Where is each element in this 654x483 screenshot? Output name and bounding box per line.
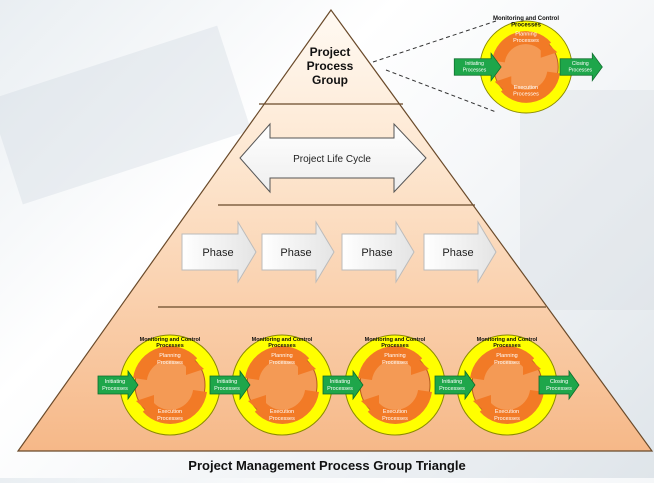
apex-label-line1: Project bbox=[310, 45, 351, 59]
background-graphic bbox=[0, 25, 654, 310]
life-cycle-label: Project Life Cycle bbox=[293, 154, 371, 165]
svg-text:Processes: Processes bbox=[381, 343, 409, 349]
svg-text:Processes: Processes bbox=[157, 360, 183, 366]
svg-text:Initiating: Initiating bbox=[217, 379, 238, 385]
process-group-2: Monitoring and Control Processes Plannin… bbox=[209, 335, 332, 435]
svg-text:Planning: Planning bbox=[271, 353, 292, 359]
svg-text:Processes: Processes bbox=[269, 360, 295, 366]
svg-text:Execution: Execution bbox=[270, 409, 294, 415]
svg-text:Initiating: Initiating bbox=[442, 379, 463, 385]
svg-text:Processes: Processes bbox=[102, 386, 128, 392]
svg-text:Planning: Planning bbox=[159, 353, 180, 359]
svg-text:Processes: Processes bbox=[568, 68, 592, 74]
svg-text:Processes: Processes bbox=[268, 343, 296, 349]
svg-text:Execution: Execution bbox=[383, 409, 407, 415]
svg-text:Processes: Processes bbox=[327, 386, 353, 392]
svg-text:Initiating: Initiating bbox=[105, 379, 126, 385]
phase-arrow-2: Phase bbox=[261, 220, 335, 284]
phase-arrow-3: Phase bbox=[341, 220, 415, 284]
svg-text:Closing: Closing bbox=[550, 379, 568, 385]
callout-line-top bbox=[372, 20, 497, 63]
svg-text:Processes: Processes bbox=[382, 360, 408, 366]
apex-label-line2: Process bbox=[307, 59, 354, 73]
svg-text:Execution: Execution bbox=[495, 409, 519, 415]
svg-text:Execution: Execution bbox=[158, 409, 182, 415]
svg-text:Planning: Planning bbox=[384, 353, 405, 359]
svg-text:Planning: Planning bbox=[515, 32, 536, 38]
phase-label-3: Phase bbox=[361, 247, 392, 259]
phase-label-1: Phase bbox=[202, 247, 233, 259]
svg-text:Monitoring and Control: Monitoring and Control bbox=[140, 337, 201, 343]
svg-text:Processes: Processes bbox=[513, 92, 539, 98]
process-group-1: Monitoring and Control Processes Plannin… bbox=[97, 335, 220, 435]
phase-arrow-4: Phase bbox=[423, 220, 497, 284]
svg-text:Execution: Execution bbox=[514, 85, 538, 91]
diagram-caption: Project Management Process Group Triangl… bbox=[188, 458, 466, 473]
svg-text:Processes: Processes bbox=[493, 343, 521, 349]
apex-label-line3: Group bbox=[312, 73, 348, 87]
svg-text:Monitoring and Control: Monitoring and Control bbox=[252, 337, 313, 343]
phase-arrow-1: Phase bbox=[181, 220, 257, 284]
callout-line-bottom bbox=[385, 69, 497, 113]
process-group-4: Monitoring and Control Processes Plannin… bbox=[434, 335, 580, 435]
svg-text:Closing: Closing bbox=[572, 61, 589, 67]
process-group-3: Monitoring and Control Processes Plannin… bbox=[322, 335, 445, 435]
svg-text:Processes: Processes bbox=[511, 23, 542, 29]
phase-label-2: Phase bbox=[280, 247, 311, 259]
svg-text:Processes: Processes bbox=[214, 386, 240, 392]
svg-text:Monitoring and Control: Monitoring and Control bbox=[477, 337, 538, 343]
svg-text:Planning: Planning bbox=[496, 353, 517, 359]
process-group-callout: Monitoring and Control Processes Plannin… bbox=[453, 16, 603, 113]
svg-text:Processes: Processes bbox=[157, 416, 183, 422]
svg-text:Processes: Processes bbox=[494, 416, 520, 422]
phase-label-4: Phase bbox=[442, 247, 473, 259]
svg-text:Processes: Processes bbox=[463, 68, 487, 74]
svg-text:Processes: Processes bbox=[156, 343, 184, 349]
life-cycle-arrow: Project Life Cycle bbox=[239, 122, 427, 194]
svg-text:Processes: Processes bbox=[382, 416, 408, 422]
svg-text:Processes: Processes bbox=[439, 386, 465, 392]
svg-text:Monitoring and Control: Monitoring and Control bbox=[365, 337, 426, 343]
svg-text:Monitoring and Control: Monitoring and Control bbox=[493, 16, 559, 22]
svg-text:Initiating: Initiating bbox=[330, 379, 351, 385]
svg-text:Processes: Processes bbox=[546, 386, 572, 392]
svg-text:Processes: Processes bbox=[269, 416, 295, 422]
svg-text:Initiating: Initiating bbox=[465, 61, 484, 67]
svg-text:Processes: Processes bbox=[513, 38, 539, 44]
svg-text:Processes: Processes bbox=[494, 360, 520, 366]
